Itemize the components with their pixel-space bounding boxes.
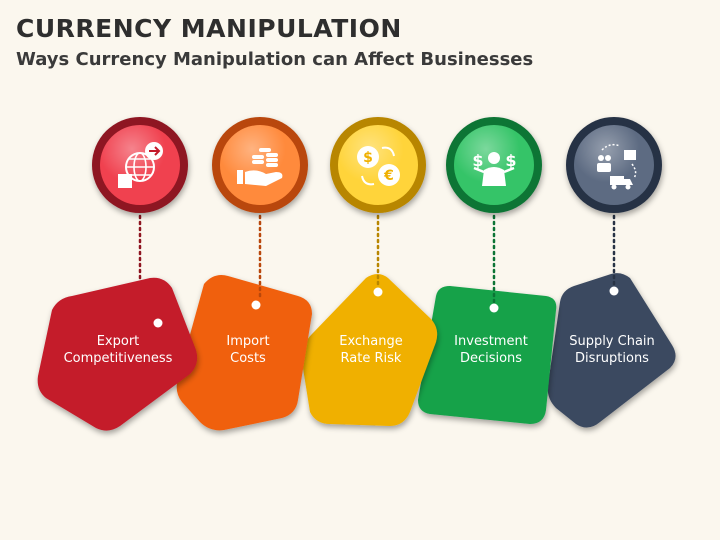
- card-shape-2: [176, 275, 312, 431]
- item-label-1-line1: Export: [96, 334, 140, 349]
- card-hole-5: [609, 286, 619, 296]
- page-title: CURRENCY MANIPULATION: [16, 14, 402, 43]
- item-label-1-line2: Competitiveness: [63, 351, 173, 366]
- icon-circle-4: $ $: [446, 117, 542, 213]
- card-shape-5: [547, 273, 676, 428]
- investor-dollar-icon: $ $: [472, 151, 517, 186]
- svg-text:€: €: [383, 168, 394, 184]
- item-label-4-line1: Investment: [454, 334, 528, 349]
- item-label-5: Supply Chain Disruptions: [552, 333, 672, 367]
- item-label-1: Export Competitiveness: [58, 333, 178, 367]
- item-label-4-line2: Decisions: [459, 351, 523, 366]
- item-label-2-line1: Import: [226, 334, 270, 349]
- icon-circle-2: [212, 117, 308, 213]
- item-label-3: Exchange Rate Risk: [311, 333, 431, 367]
- item-label-2-line2: Costs: [230, 351, 266, 366]
- card-shape-3: [301, 274, 438, 426]
- item-label-4: Investment Decisions: [431, 333, 551, 367]
- hand-coins-icon: [237, 148, 283, 186]
- icon-circle-3: $ €: [330, 117, 426, 213]
- item-label-2: Import Costs: [188, 333, 308, 367]
- item-card-1: [37, 277, 198, 431]
- item-label-5-line2: Disruptions: [575, 351, 649, 366]
- item-label-5-line1: Supply Chain: [569, 334, 655, 349]
- page-subtitle: Ways Currency Manipulation can Affect Bu…: [16, 49, 534, 70]
- item-card-4: [418, 286, 557, 424]
- card-hole-2: [251, 300, 261, 310]
- card-hole-4: [489, 303, 499, 313]
- item-label-3-line1: Exchange: [339, 334, 403, 349]
- item-card-3: [301, 274, 438, 426]
- supply-chain-icon: [597, 143, 637, 190]
- svg-text:$: $: [505, 151, 516, 170]
- icon-circle-5: [566, 117, 662, 213]
- icon-circle-1: [92, 117, 188, 213]
- item-label-3-line2: Rate Risk: [340, 351, 402, 366]
- card-hole-1: [153, 318, 163, 328]
- globe-export-icon: [118, 142, 163, 188]
- item-card-2: [176, 275, 312, 431]
- item-card-5: [547, 273, 676, 428]
- card-hole-3: [373, 287, 383, 297]
- svg-text:$: $: [472, 151, 483, 170]
- currency-exchange-icon: $ €: [357, 146, 400, 186]
- card-shape-1: [37, 277, 198, 431]
- card-shape-4: [418, 286, 557, 424]
- svg-text:$: $: [363, 150, 373, 166]
